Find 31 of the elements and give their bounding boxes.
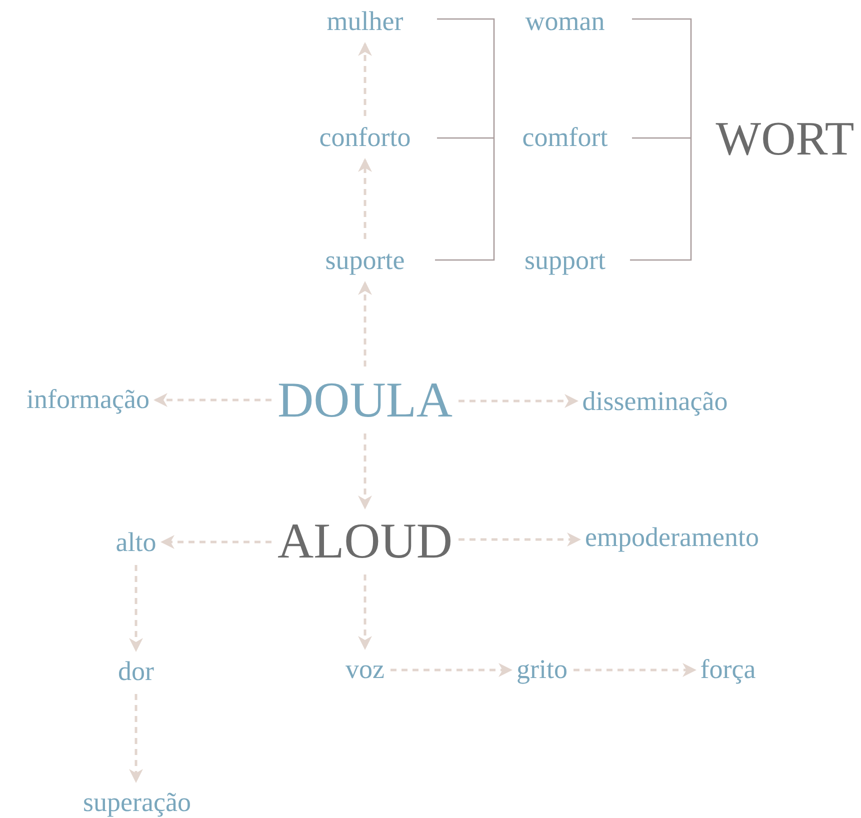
arrow — [358, 158, 372, 239]
word-label: empoderamento — [585, 522, 759, 554]
arrow — [358, 281, 372, 366]
word-label: ALOUD — [278, 514, 452, 568]
word-label: mulher — [326, 6, 404, 38]
word-label: dor — [118, 656, 154, 688]
arrow — [160, 535, 272, 549]
word-label: disseminação — [582, 386, 728, 418]
arrow — [390, 663, 512, 677]
word-label: DOULA — [278, 372, 452, 428]
arrow — [129, 565, 143, 652]
word-label: support — [524, 245, 606, 277]
arrow — [458, 394, 578, 408]
word-label: superação — [83, 787, 191, 818]
arrow — [358, 42, 372, 116]
word-label: WORT — [716, 114, 854, 166]
arrow — [358, 574, 372, 650]
arrow — [129, 694, 143, 783]
arrow — [358, 434, 372, 510]
arrow — [458, 532, 581, 546]
word-label: força — [700, 654, 756, 686]
word-label: conforto — [319, 122, 411, 154]
word-label: suporte — [325, 245, 405, 277]
arrow — [154, 393, 272, 407]
word-label: alto — [116, 527, 156, 559]
word-label: comfort — [522, 122, 608, 154]
arrow — [574, 663, 696, 677]
word-label: grito — [516, 654, 568, 686]
word-label: voz — [346, 654, 384, 686]
word-label: woman — [525, 6, 605, 38]
word-label: informação — [26, 384, 150, 416]
